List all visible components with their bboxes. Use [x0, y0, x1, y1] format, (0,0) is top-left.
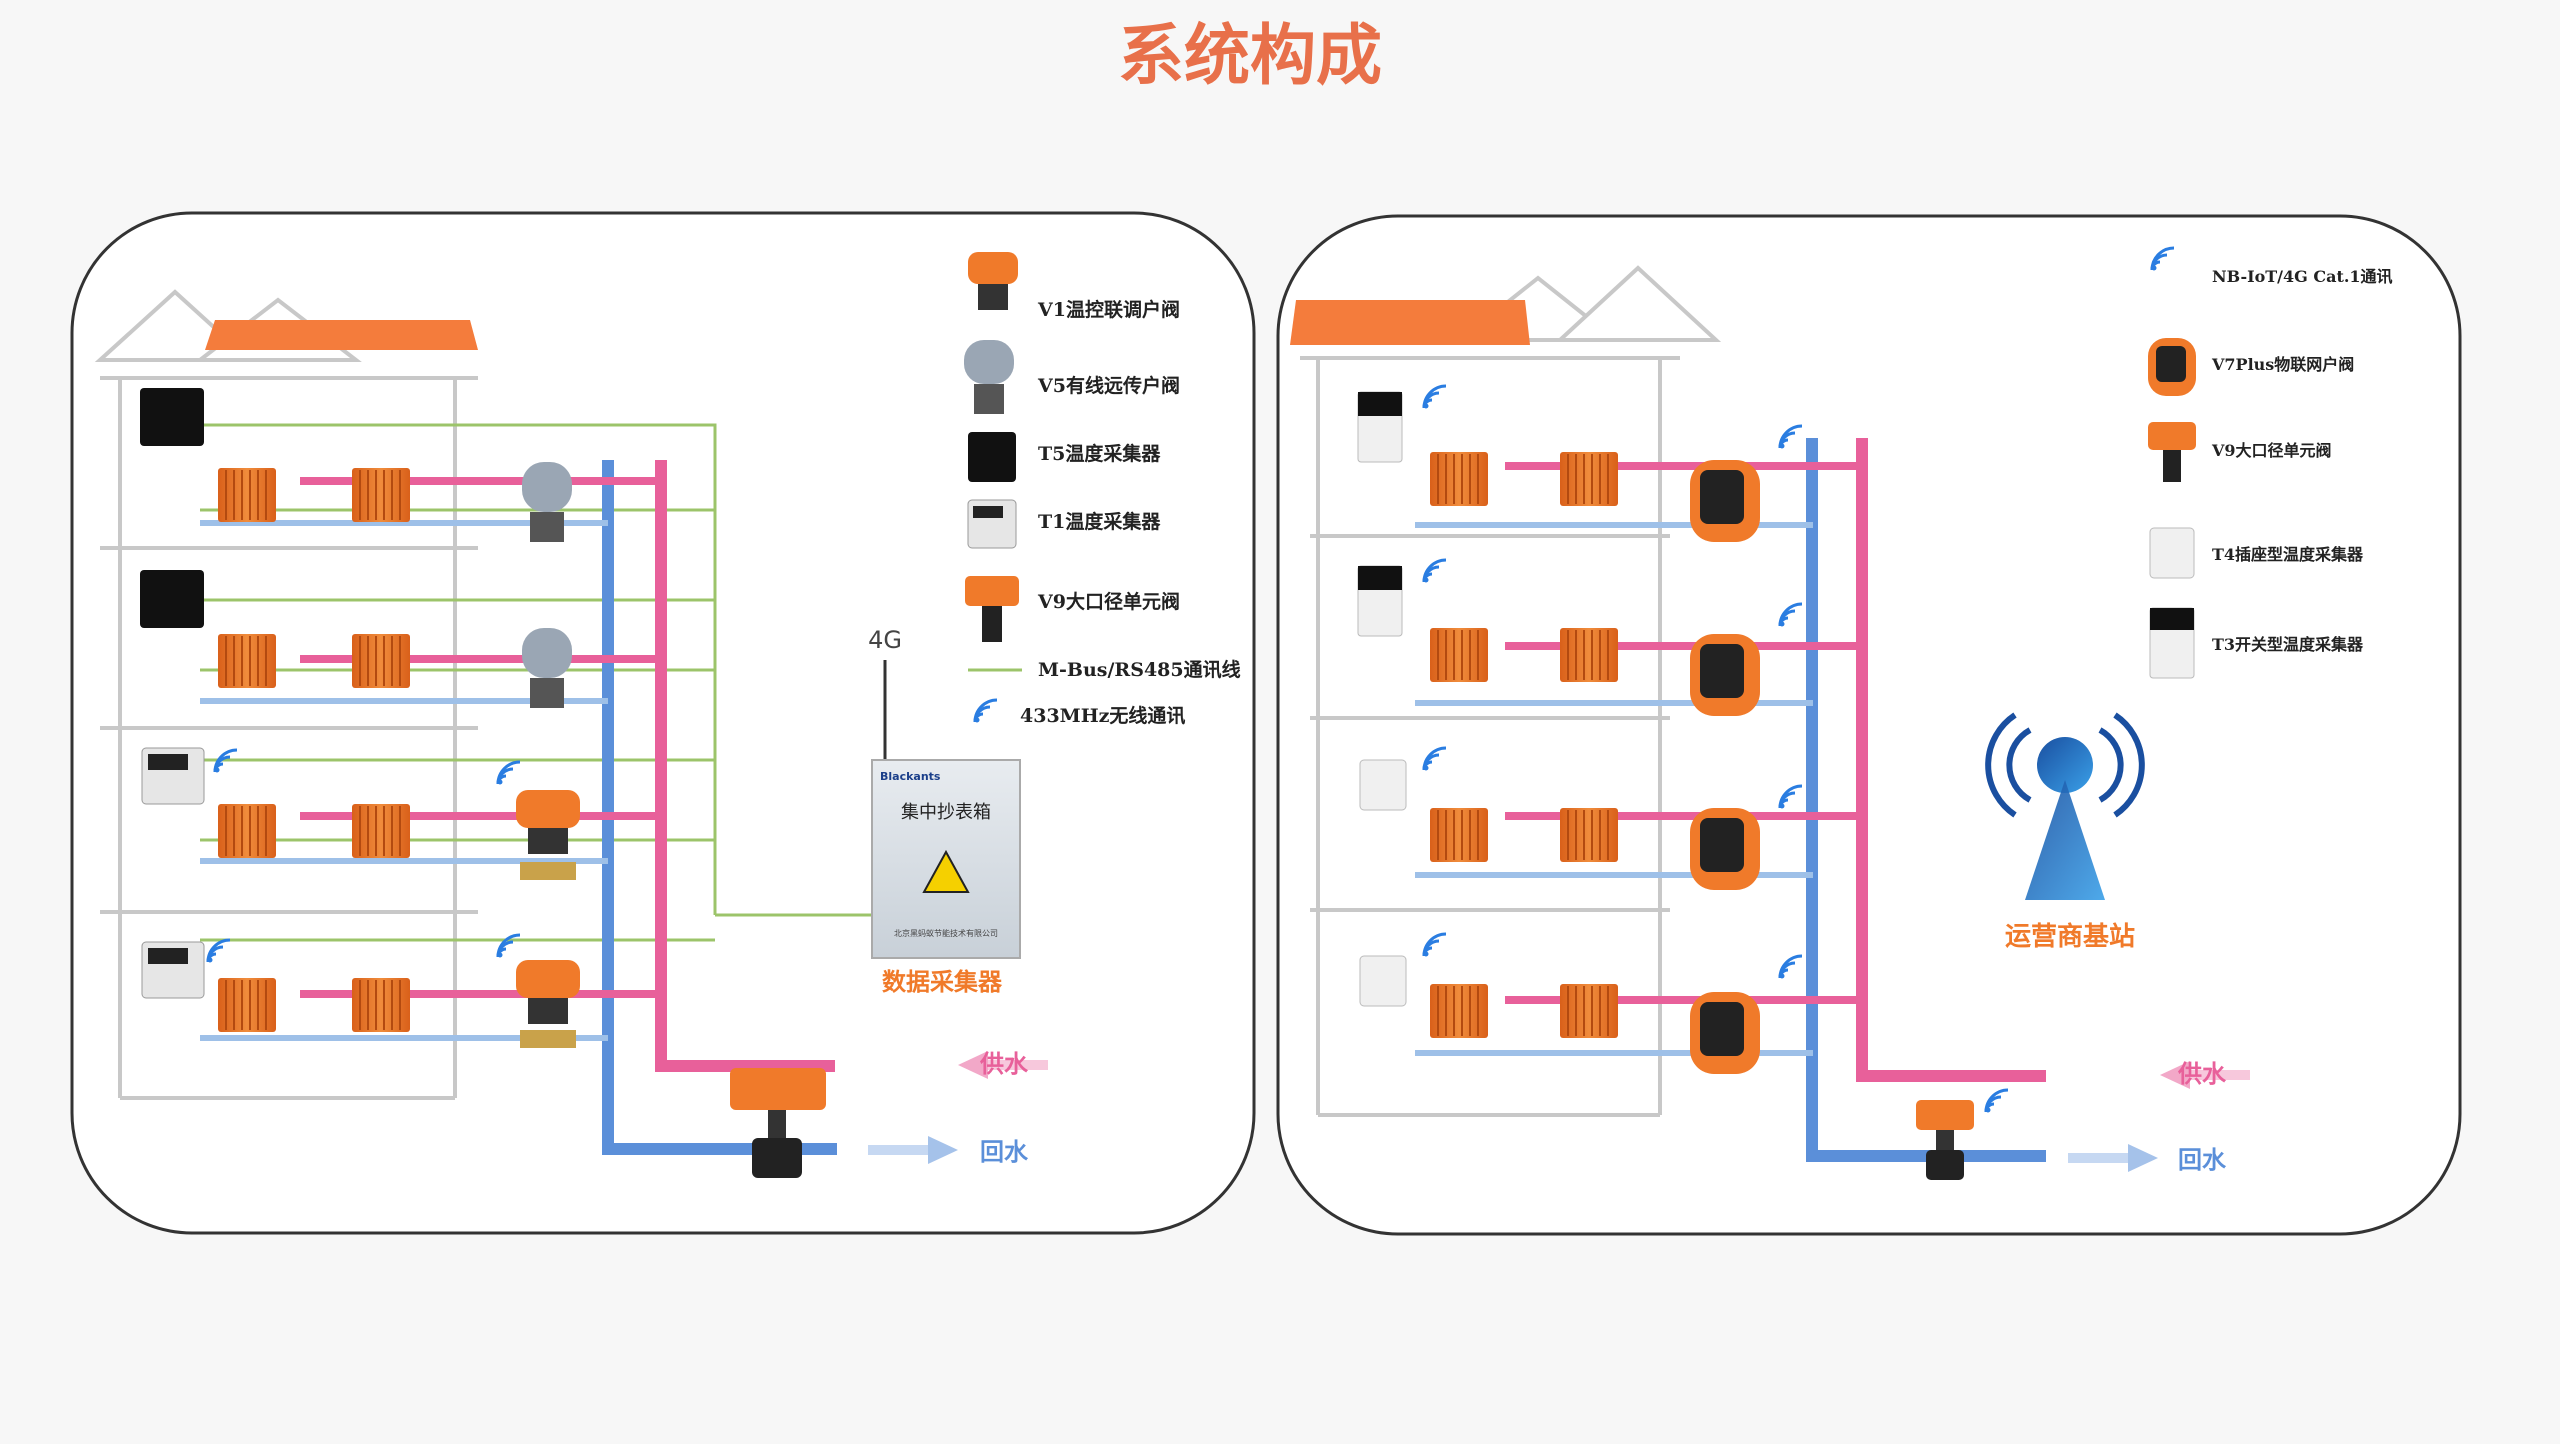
legend-item-t4: T4插座型温度采集器 — [2212, 545, 2364, 564]
right-floor-branches — [1415, 451, 1865, 1056]
t4-socket-icon — [2149, 527, 2195, 579]
left-legend: V1温控联调户阀 V5有线远传户阀 T5温度采集器 T1温度采集器 V9大口径单… — [964, 252, 1241, 727]
right-building — [1300, 265, 1722, 1117]
t1-collector-icon — [141, 747, 205, 999]
tower-label: 运营商基站 — [2005, 921, 2135, 952]
bus-lines — [200, 423, 875, 942]
t5-collector-icon — [140, 388, 204, 628]
legend-item-t3: T3开关型温度采集器 — [2212, 635, 2364, 654]
v5-valve-icon — [522, 462, 572, 708]
v5-valve-icon — [964, 340, 1014, 414]
right-panel: 供水 回水 运营商基站 NB-IoT/4G Cat.1通讯 V7Plus物联网户… — [1276, 214, 2462, 1236]
t1-collector-icon — [967, 499, 1017, 549]
right-return-label: 回水 — [2178, 1146, 2227, 1174]
legend-item-t5: T5温度采集器 — [1038, 442, 1161, 465]
t3-switch-icon — [1357, 391, 1403, 637]
legend-item-v5: V5有线远传户阀 — [1037, 374, 1180, 397]
t4-socket-icon — [1359, 759, 1407, 1007]
v9-valve-icon — [1916, 1100, 1974, 1180]
left-supply-label: 供水 — [979, 1050, 1029, 1078]
legend-item-t1: T1温度采集器 — [1038, 510, 1161, 533]
right-return-riser — [1806, 438, 1818, 1162]
left-roof — [205, 320, 478, 350]
v7plus-valve-icon — [1690, 460, 1760, 1074]
legend-item-v1: V1温控联调户阀 — [1037, 298, 1180, 321]
v1-valve-icon — [968, 252, 1018, 310]
base-station-icon — [1985, 712, 2145, 900]
collector-name: 集中抄表箱 — [901, 802, 991, 823]
legend-item-bus: M-Bus/RS485通讯线 — [1038, 658, 1241, 681]
warning-icon — [922, 849, 970, 893]
right-supply-riser — [1856, 438, 1868, 1082]
left-return-label: 回水 — [980, 1138, 1029, 1166]
legend-item-433: 433MHz无线通讯 — [1020, 704, 1185, 727]
left-floor-branches — [200, 467, 660, 1041]
page-title: 系统构成 — [1118, 17, 1382, 94]
legend-item-v9: V9大口径单元阀 — [2211, 441, 2332, 460]
collector-footer: 北京黑蚂蚁节能技术有限公司 — [894, 928, 998, 938]
legend-item-nbiot: NB-IoT/4G Cat.1通讯 — [2212, 267, 2393, 286]
collector-box: Blackants 集中抄表箱 北京黑蚂蚁节能技术有限公司 — [871, 759, 1021, 959]
v9-valve-icon — [965, 576, 1019, 642]
right-legend: NB-IoT/4G Cat.1通讯 V7Plus物联网户阀 V9大口径单元阀 T… — [2148, 246, 2393, 679]
right-supply-label: 供水 — [2177, 1060, 2227, 1088]
signal-label: 4G — [868, 626, 902, 654]
left-return-riser — [602, 460, 614, 1155]
v7plus-valve-icon — [2148, 338, 2196, 396]
collector-brand: Blackants — [880, 770, 941, 783]
v9-valve-icon — [730, 1068, 826, 1178]
legend-item-v9: V9大口径单元阀 — [1037, 590, 1180, 613]
left-supply-riser — [655, 460, 667, 1072]
v9-valve-icon — [2148, 422, 2196, 482]
t3-switch-icon — [2149, 607, 2195, 679]
v1-valve-icon — [516, 790, 580, 1048]
t5-collector-icon — [968, 432, 1016, 482]
collector-caption: 数据采集器 — [882, 968, 1003, 996]
right-roof — [1290, 300, 1530, 345]
left-panel: 4G Blackants 集中抄表箱 北京黑蚂蚁节能技术有限公司 数据采集器 供… — [70, 211, 1256, 1235]
legend-item-v7plus: V7Plus物联网户阀 — [2211, 355, 2354, 374]
